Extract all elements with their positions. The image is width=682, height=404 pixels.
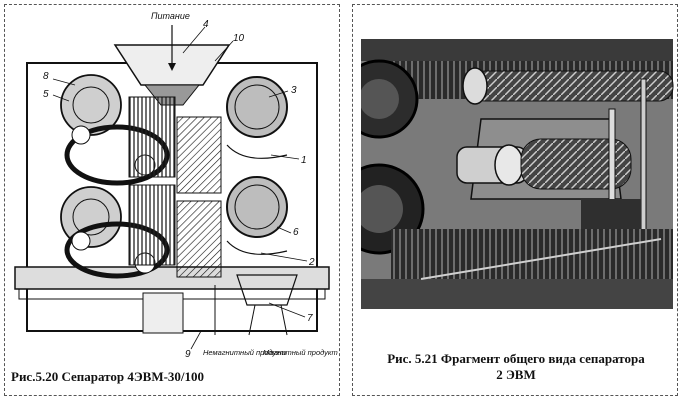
figure-left-panel: Питание 4 10 3 1 6 2 7 8 5 9 Немагнитный…	[4, 4, 340, 396]
magnetic-product-label: Магнитный продукт	[263, 348, 338, 357]
figure-right-panel: Рис. 5.21 Фрагмент общего вида сепаратор…	[352, 4, 678, 396]
callout-6: 6	[293, 227, 299, 238]
non-magnetic-product-label: Немагнитный продукт	[203, 348, 286, 357]
callout-4: 4	[203, 19, 209, 30]
callout-2: 2	[308, 257, 315, 268]
feed-label: Питание	[151, 11, 190, 21]
callout-3: 3	[291, 85, 297, 96]
callout-1: 1	[301, 155, 307, 166]
callout-7: 7	[307, 313, 313, 324]
callout-10: 10	[233, 33, 245, 44]
callout-5: 5	[43, 89, 49, 100]
callout-8: 8	[43, 71, 49, 82]
callout-9: 9	[185, 349, 191, 360]
figure-right-caption-line1: Рис. 5.21 Фрагмент общего вида сепаратор…	[387, 351, 645, 366]
figure-right-caption: Рис. 5.21 Фрагмент общего вида сепаратор…	[363, 351, 669, 383]
separator-2evm-photo	[361, 39, 674, 309]
separator-4evm-drawing: Питание 4 10 3 1 6 2 7 8 5 9 Немагнитный…	[14, 11, 338, 360]
figure-left-caption: Рис.5.20 Сепаратор 4ЭВМ-30/100	[11, 369, 205, 384]
figure-right-caption-line2: 2 ЭВМ	[496, 367, 536, 382]
